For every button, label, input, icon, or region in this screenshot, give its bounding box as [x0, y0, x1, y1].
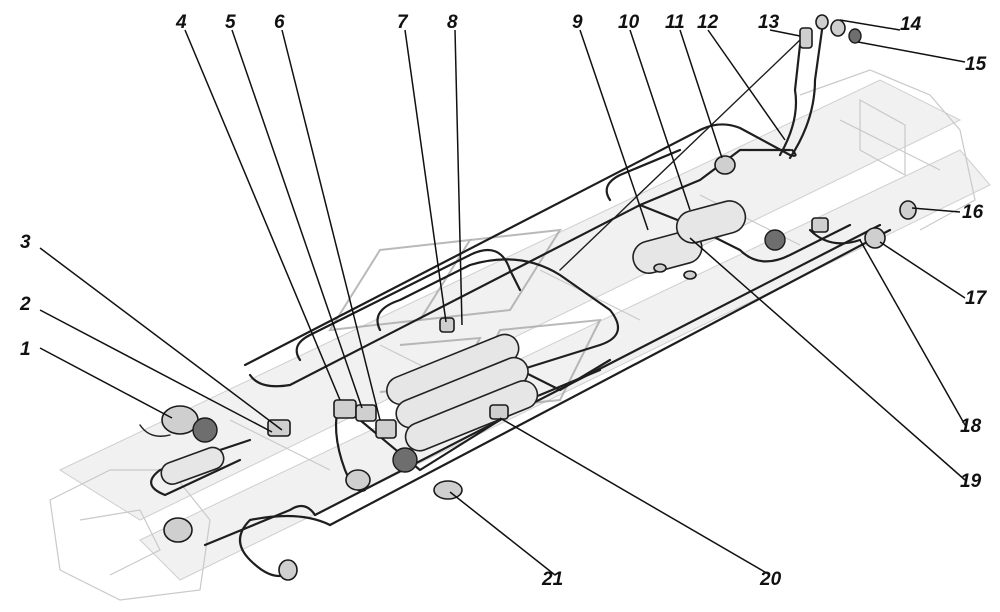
valve-4 — [333, 399, 357, 419]
air-receiver-9 — [632, 230, 703, 274]
front-receiver — [160, 446, 225, 485]
valve-5 — [355, 404, 377, 422]
leader-15 — [857, 41, 966, 63]
leader-12 — [707, 29, 786, 141]
callout-8: 8 — [447, 12, 458, 33]
pipe-diag-long — [559, 39, 801, 271]
leader-11 — [679, 29, 723, 159]
connector-14a — [815, 14, 829, 30]
component-13 — [799, 27, 813, 49]
connector-15 — [848, 28, 862, 44]
leader-6 — [281, 29, 381, 421]
callout-3: 3 — [20, 232, 31, 253]
tank-bracket-1 — [653, 263, 667, 273]
rear-bracket — [859, 98, 906, 177]
cross-member-5 — [839, 119, 941, 171]
callout-4: 4 — [175, 12, 187, 33]
callout-5: 5 — [225, 12, 236, 33]
pipe-right-lower — [638, 203, 852, 263]
component-11 — [714, 155, 736, 175]
leader-18 — [859, 239, 966, 426]
callout-15: 15 — [965, 54, 987, 75]
brake-valve — [392, 447, 418, 473]
leader-4 — [184, 29, 341, 401]
callout-10: 10 — [618, 12, 640, 33]
leader-3 — [39, 247, 283, 431]
leader-19 — [689, 237, 966, 481]
valve-6 — [375, 419, 397, 439]
frame-rail-left — [58, 79, 962, 521]
callout-19: 19 — [960, 471, 982, 492]
components — [160, 14, 917, 581]
callout-6: 6 — [274, 12, 285, 33]
pipe-to-rear-1 — [778, 43, 802, 157]
pipe-right-loop — [605, 148, 682, 202]
front-engine-detail — [79, 509, 161, 576]
pipe-loop-centre — [376, 258, 620, 372]
leader-9 — [579, 29, 649, 231]
pipe-front-valve — [150, 438, 252, 497]
air-receivers-rear — [632, 200, 747, 274]
leader-10 — [629, 29, 691, 211]
compressor-pulley — [192, 417, 218, 443]
callout-9: 9 — [572, 12, 583, 33]
pipe-front-loop — [238, 514, 332, 578]
pipe-front-left — [203, 504, 317, 547]
leader-5 — [231, 29, 363, 409]
pipe-lower-long — [328, 228, 892, 527]
tank-bracket-2 — [683, 270, 697, 280]
connector-14b — [830, 19, 846, 37]
pipe-to-rear-2 — [788, 28, 824, 160]
callout-2: 2 — [19, 294, 31, 315]
frame-rail-right — [139, 149, 991, 581]
callout-1: 1 — [20, 339, 31, 360]
air-receiver-10 — [675, 200, 747, 244]
front-chamber — [163, 517, 193, 543]
leader-16 — [911, 207, 961, 213]
component-7 — [439, 317, 455, 333]
leader-8 — [454, 29, 463, 326]
component-16 — [899, 200, 917, 220]
front-engine-area — [49, 469, 211, 601]
callout-labels: 1 2 3 4 5 6 7 8 9 10 11 12 13 14 15 16 1… — [19, 12, 988, 590]
pipe-main-upper — [243, 123, 797, 367]
cross-member-1 — [229, 419, 331, 471]
leader-17 — [879, 241, 966, 299]
leader-21 — [449, 491, 556, 576]
leader-2 — [39, 309, 273, 433]
rear-valve — [811, 217, 829, 233]
leader-14 — [839, 19, 901, 31]
callout-11: 11 — [665, 12, 685, 33]
pipe-to-18 — [808, 228, 862, 245]
leader-1 — [39, 347, 173, 419]
rear-frame-detail — [799, 69, 976, 231]
callout-7: 7 — [397, 12, 409, 33]
leader-20 — [499, 417, 771, 576]
callout-14: 14 — [900, 14, 922, 35]
pipe-compressor-link — [139, 424, 171, 437]
callout-21: 21 — [541, 569, 563, 590]
leader-13 — [769, 29, 801, 37]
pipe-main-upper-2 — [248, 148, 792, 388]
leader-lines — [39, 19, 966, 576]
lower-chamber — [345, 469, 371, 491]
leader-7 — [404, 29, 447, 323]
component-21 — [433, 480, 463, 500]
watermark-shape-2 — [419, 228, 562, 321]
callout-13: 13 — [758, 12, 780, 33]
component-20 — [489, 404, 509, 420]
callout-17: 17 — [965, 288, 988, 309]
air-receivers-centre — [386, 333, 539, 452]
callout-20: 20 — [759, 569, 782, 590]
front-wheel-chamber — [278, 559, 298, 581]
callout-18: 18 — [960, 416, 982, 437]
pipe-to-20 — [518, 358, 612, 392]
air-receiver-3 — [404, 380, 539, 452]
component-17 — [864, 227, 886, 249]
callout-16: 16 — [962, 202, 984, 223]
rear-chamber — [764, 229, 786, 251]
callout-12: 12 — [697, 12, 719, 33]
vehicle-frame — [49, 69, 991, 601]
